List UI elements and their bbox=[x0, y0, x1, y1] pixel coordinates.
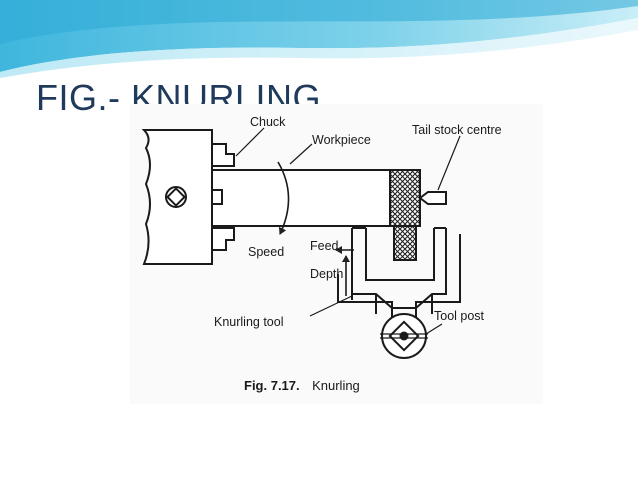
tool-post-leader bbox=[425, 323, 443, 335]
chuck-label: Chuck bbox=[250, 115, 286, 129]
knurled-surface bbox=[389, 169, 421, 227]
figure-caption-number: Fig. 7.17. bbox=[244, 378, 300, 393]
header-banner bbox=[0, 0, 638, 80]
workpiece-leader bbox=[289, 143, 313, 165]
tool-post bbox=[380, 313, 428, 359]
figure-caption-text: Knurling bbox=[312, 378, 360, 393]
knurling-wheel bbox=[393, 225, 417, 261]
tailstock-centre bbox=[418, 191, 447, 205]
tailstock-label: Tail stock centre bbox=[412, 123, 502, 137]
knurling-tool-leader bbox=[309, 295, 353, 317]
feed-label: Feed bbox=[310, 239, 339, 253]
depth-label: Depth bbox=[310, 267, 343, 281]
tailstock-leader bbox=[437, 135, 461, 191]
banner-wave-light bbox=[0, 18, 638, 78]
chuck bbox=[141, 129, 235, 265]
tool-post-label: Tool post bbox=[434, 309, 485, 323]
banner-wave-dark bbox=[0, 0, 638, 44]
speed-arrow bbox=[277, 161, 290, 235]
chuck-key-icon bbox=[165, 186, 187, 208]
knurling-figure: Chuck Workpiece Tail stock centre Speed … bbox=[130, 104, 543, 404]
speed-label: Speed bbox=[248, 245, 284, 259]
workpiece-label: Workpiece bbox=[312, 133, 371, 147]
chuck-leader bbox=[235, 127, 265, 157]
workpiece bbox=[211, 169, 391, 227]
figure-caption: Fig. 7.17. Knurling bbox=[244, 377, 360, 394]
knurling-tool-label: Knurling tool bbox=[214, 315, 284, 329]
